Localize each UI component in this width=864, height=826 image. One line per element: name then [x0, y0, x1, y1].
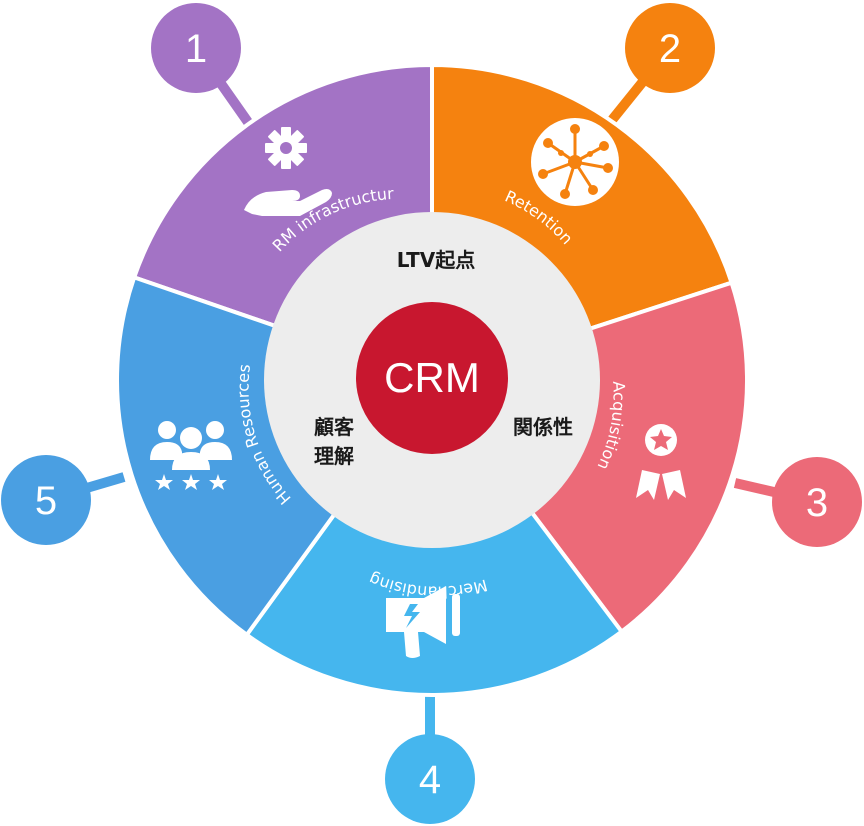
people-stars-icon	[150, 421, 232, 490]
inner-label-right: 関係性	[513, 415, 573, 439]
step-number-2: 2	[659, 27, 681, 71]
hand-gear-icon	[244, 127, 332, 216]
inner-label-left-line2: 理解	[314, 444, 354, 468]
inner-label-top: LTV起点	[397, 248, 476, 272]
step-number-4: 4	[419, 758, 441, 802]
step-bubble-1: 1	[151, 3, 241, 93]
inner-label-left-line1: 顧客	[314, 415, 355, 439]
step-number-3: 3	[806, 481, 828, 525]
megaphone-icon	[386, 586, 460, 658]
step-bubble-5: 5	[1, 455, 91, 545]
step-number-5: 5	[35, 479, 57, 523]
number-bubbles: 1 2 3 4 5	[1, 3, 862, 824]
step-number-1: 1	[185, 27, 207, 71]
step-bubble-2: 2	[625, 3, 715, 93]
core-label: CRM	[384, 354, 480, 401]
step-bubble-4: 4	[385, 734, 475, 824]
badge-star-icon	[650, 429, 672, 450]
network-hub-icon	[531, 118, 619, 206]
core-circle	[356, 302, 508, 454]
award-badge-icon	[636, 420, 686, 500]
step-bubble-3: 3	[772, 457, 862, 547]
